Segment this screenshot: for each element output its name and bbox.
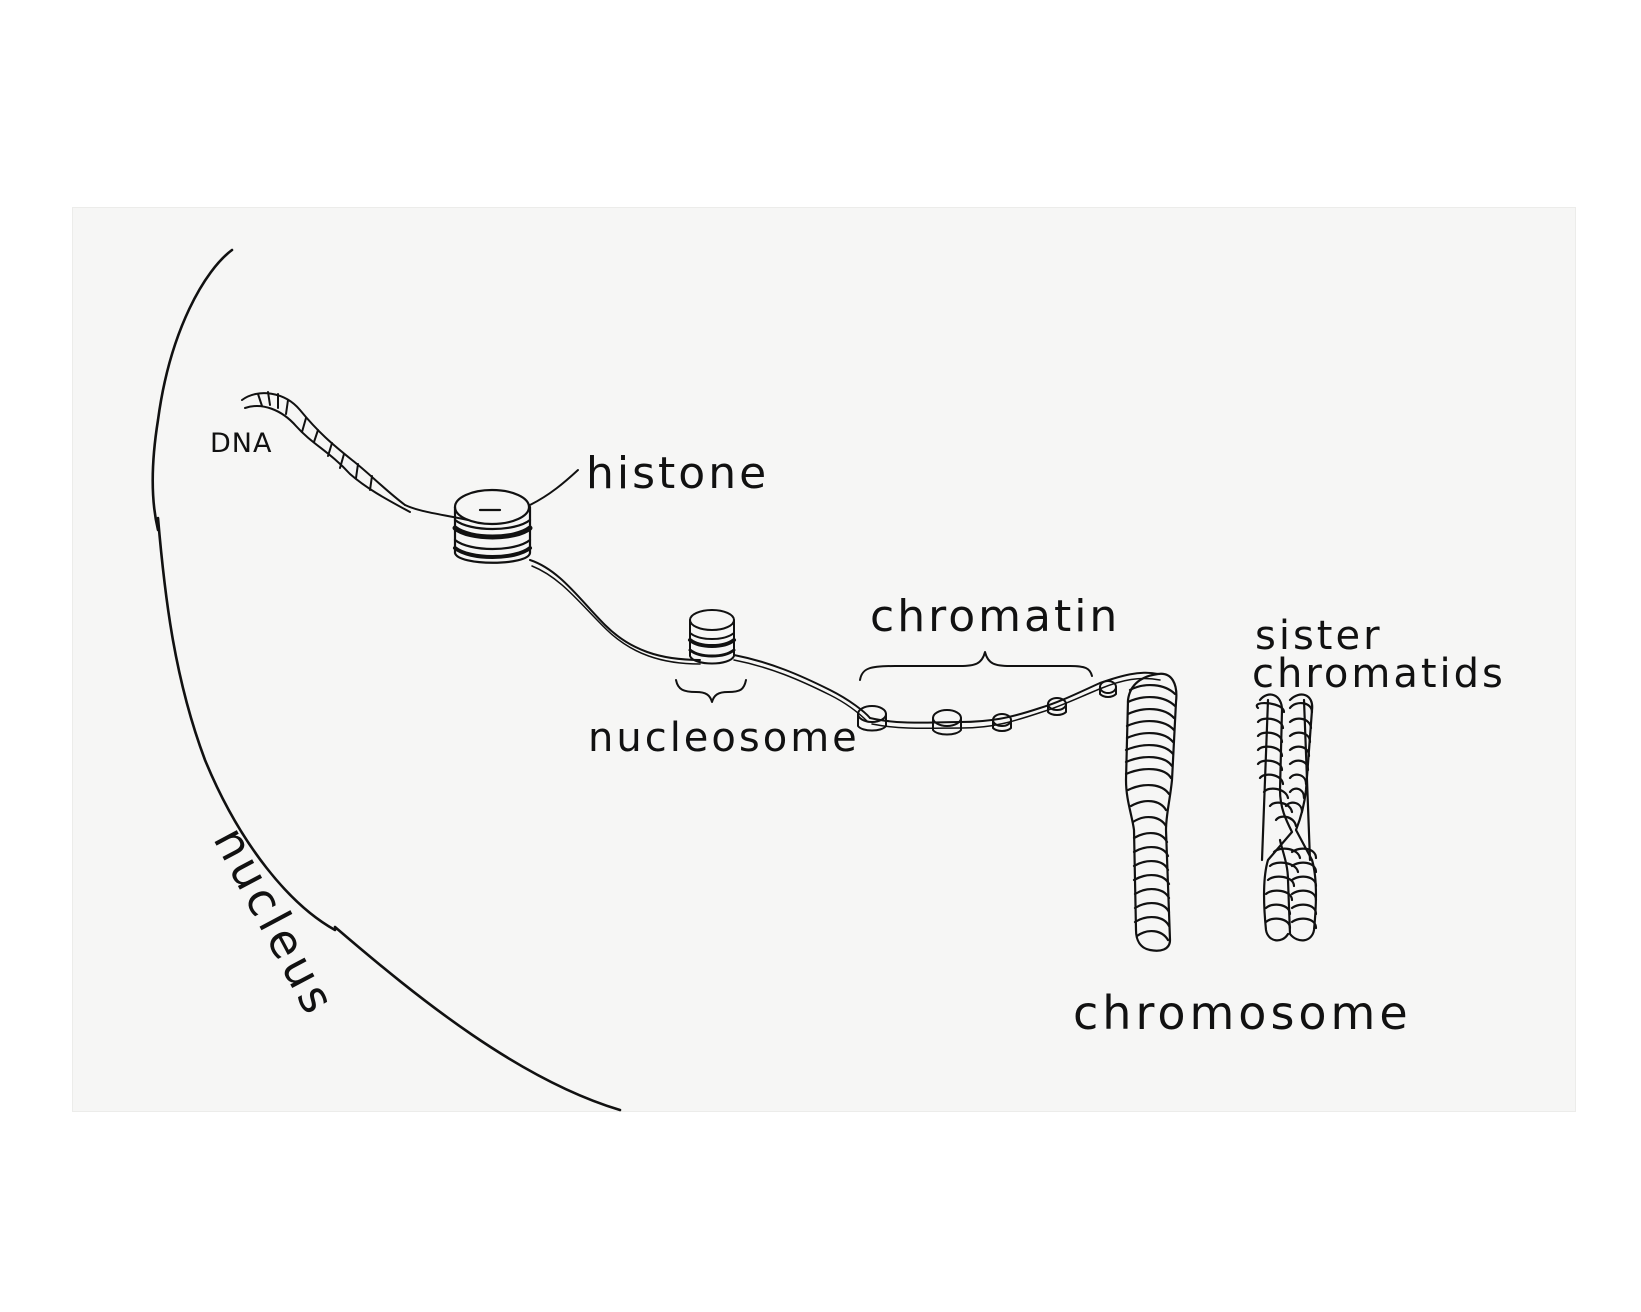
chromatin-brace — [860, 652, 1092, 680]
chromosome-single — [1126, 674, 1176, 951]
sister-chromatids-x — [1257, 695, 1316, 941]
nucleosome-histone — [690, 610, 734, 664]
sister-label-line1: sister — [1255, 617, 1506, 655]
nucleosome-label: nucleosome — [588, 718, 860, 758]
linker-dna-2b — [734, 660, 868, 722]
chromosome-label: chromosome — [1073, 990, 1412, 1036]
chromatin-fiber — [870, 673, 1158, 723]
linker-dna-1b — [532, 566, 700, 664]
nucleosome-brace — [676, 680, 746, 702]
histone-label: histone — [586, 452, 769, 496]
sister-chromatids-label: sister chromatids — [1255, 617, 1506, 693]
nucleus-membrane — [153, 250, 620, 1110]
chromatin-label: chromatin — [870, 595, 1120, 639]
linker-dna-1 — [530, 560, 700, 660]
histone-large — [455, 490, 530, 563]
histone-pointer — [530, 470, 578, 505]
dna-label: DNA — [210, 430, 272, 457]
sister-label-line2: chromatids — [1252, 655, 1506, 693]
dna-strand — [405, 505, 468, 520]
